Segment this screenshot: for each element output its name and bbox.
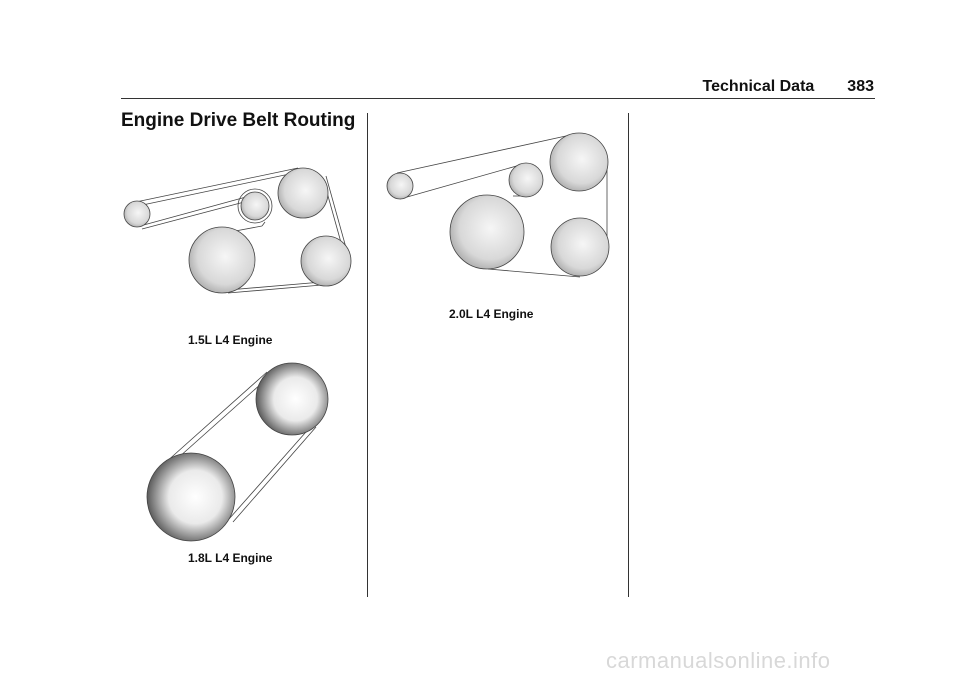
watermark: carmanualsonline.info	[606, 648, 831, 673]
pulley-tensioner	[508, 162, 544, 198]
page-header: Technical Data 383	[0, 68, 874, 96]
column-divider-2	[628, 113, 629, 597]
diagram-1-5l-engine	[123, 167, 352, 294]
page-title: Engine Drive Belt Routing	[121, 110, 356, 131]
pulley-crankshaft	[188, 226, 256, 294]
column-divider-1	[367, 113, 368, 597]
pulley-crankshaft	[449, 194, 525, 270]
pulley-idler-small	[386, 172, 414, 200]
caption-2-0l: 2.0L L4 Engine	[449, 307, 534, 321]
pulley-idler-small	[123, 200, 151, 228]
caption-1-5l: 1.5L L4 Engine	[188, 333, 273, 347]
pulley-ac-compressor	[550, 217, 610, 277]
belt-2-0l	[396, 133, 608, 278]
belt-1-8l	[164, 371, 317, 523]
page-number: 383	[847, 78, 874, 95]
pulley-ac-compressor	[300, 235, 352, 287]
section-title: Technical Data	[702, 78, 815, 95]
header-rule	[121, 98, 875, 99]
pulley-alternator	[277, 167, 329, 219]
pulley-upper	[255, 362, 329, 436]
caption-1-8l: 1.8L L4 Engine	[188, 551, 273, 565]
diagram-1-8l-engine	[146, 362, 329, 542]
pulley-alternator	[549, 132, 609, 192]
diagram-2-0l-engine	[386, 132, 610, 278]
pulley-tensioner	[240, 191, 270, 221]
pulley-crankshaft	[146, 452, 236, 542]
